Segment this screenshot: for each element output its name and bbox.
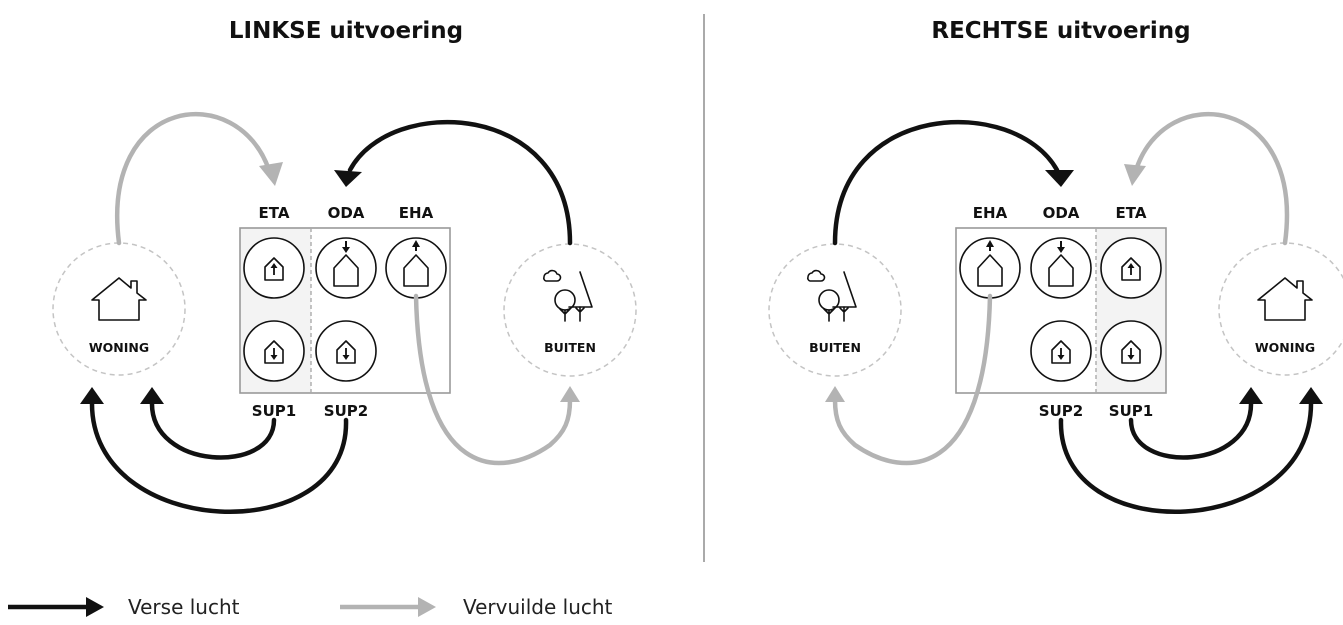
legend-fresh-label: Verse lucht <box>128 595 240 619</box>
right-port-label-3: ETA <box>1116 204 1147 222</box>
left-woning-label: WONING <box>89 340 149 355</box>
left-buiten-label: BUITEN <box>544 340 596 355</box>
left-port-label-3: EHA <box>399 204 434 222</box>
left-sup1-connector <box>243 320 305 382</box>
right-buiten-label: BUITEN <box>809 340 861 355</box>
right-port-label-1: EHA <box>973 204 1008 222</box>
right-sup2-connector <box>1030 320 1092 382</box>
right-eha-connector <box>959 237 1021 299</box>
right-port-label-5: SUP1 <box>1109 402 1153 420</box>
left-port-label-1: ETA <box>259 204 290 222</box>
right-unit-box <box>955 227 1167 394</box>
left-eta-connector <box>243 237 305 299</box>
right-oda-connector <box>1030 237 1092 299</box>
right-arrow-sup1-to-woning <box>1128 387 1263 460</box>
left-arrow-woning-to-eta <box>115 111 283 246</box>
right-sup1-connector <box>1100 320 1162 382</box>
left-title: LINKSE uitvoering <box>229 18 463 44</box>
left-arrow-sup1-to-woning <box>140 387 277 460</box>
left-port-label-5: SUP2 <box>324 402 368 420</box>
right-arrow-buiten-to-oda <box>832 119 1074 246</box>
left-sup2-connector <box>315 320 377 382</box>
right-woning-label: WONING <box>1255 340 1315 355</box>
right-buiten-node <box>768 243 902 377</box>
right-port-label-4: SUP2 <box>1039 402 1083 420</box>
legend-stale-label: Vervuilde lucht <box>463 595 613 619</box>
right-arrow-woning-to-eta <box>1124 111 1290 246</box>
left-port-label-2: ODA <box>328 204 365 222</box>
left-unit-box <box>239 227 451 394</box>
right-port-label-2: ODA <box>1043 204 1080 222</box>
right-arrow-sup2-to-woning <box>1058 387 1323 515</box>
right-title: RECHTSE uitvoering <box>931 18 1190 44</box>
left-port-label-4: SUP1 <box>252 402 296 420</box>
legend-stale-arrow <box>340 597 436 617</box>
right-eta-connector <box>1100 237 1162 299</box>
right-woning-node <box>1218 242 1343 376</box>
left-arrow-buiten-to-oda <box>334 119 573 246</box>
right-arrow-eha-to-buiten <box>825 293 993 466</box>
left-oda-connector <box>315 237 377 299</box>
legend-fresh-arrow <box>8 597 104 617</box>
left-woning-node <box>52 242 186 376</box>
left-buiten-node <box>503 243 637 377</box>
left-eha-connector <box>385 237 447 299</box>
left-arrow-sup2-to-woning <box>80 387 349 515</box>
left-arrow-eha-to-buiten <box>413 293 580 466</box>
